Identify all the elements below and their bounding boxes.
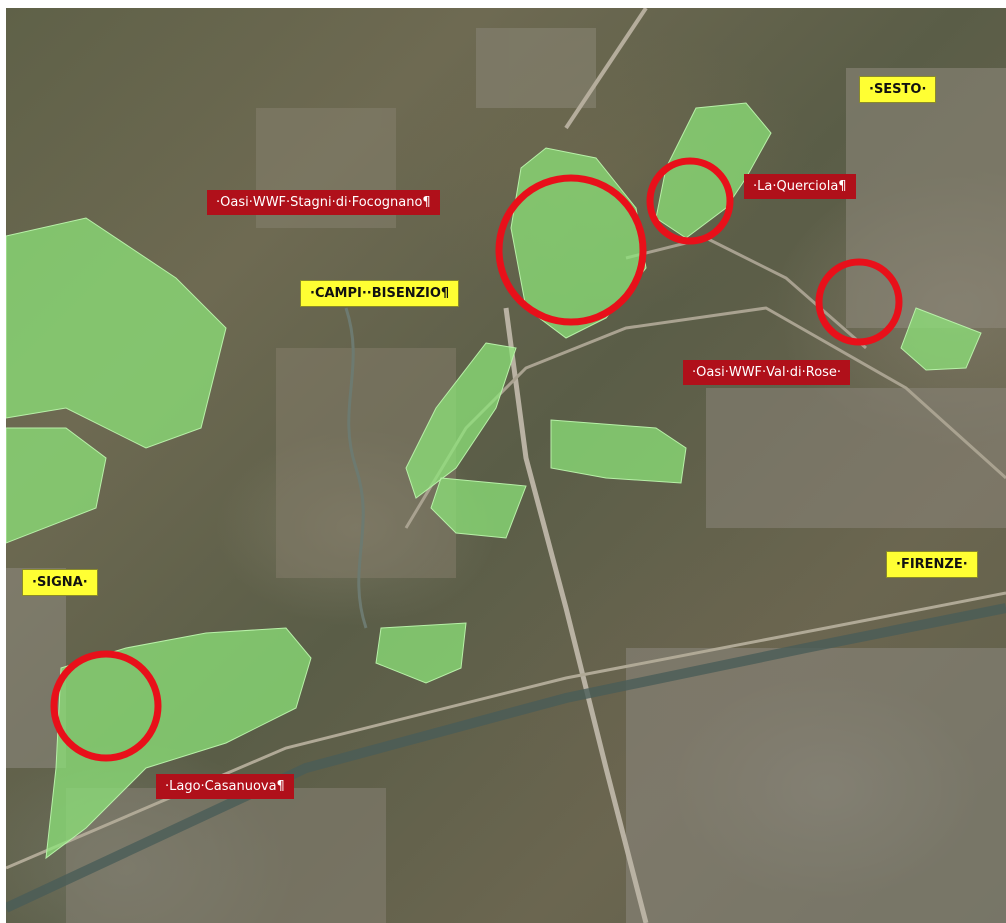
ring-val-di-rose <box>815 258 903 346</box>
highlight-rings <box>50 157 903 762</box>
label-lago-casanuova: ·Lago·Casanuova¶ <box>156 774 294 799</box>
green-area-east <box>900 307 982 371</box>
ring-querciola <box>646 157 734 245</box>
label-campi-bisenzio: ·CAMPI··BISENZIO¶ <box>300 280 460 307</box>
protected-areas <box>6 102 982 860</box>
label-oasi-wwf-val-di-rose: ·Oasi·WWF·Val·di·Rose· <box>683 360 851 385</box>
green-area-strip <box>550 419 687 484</box>
label-firenze: ·FIRENZE· <box>886 551 978 578</box>
label-sesto: ·SESTO· <box>859 76 937 103</box>
green-area-south <box>375 622 467 684</box>
ring-casanuova <box>50 650 162 762</box>
green-area-southwest <box>6 427 107 544</box>
label-signa: ·SIGNA· <box>22 569 98 596</box>
label-oasi-wwf-stagni-focognano: ·Oasi·WWF·Stagni·di·Focognano¶ <box>207 190 440 215</box>
green-area-center <box>405 342 517 499</box>
satellite-map: ·Oasi·WWF·Stagni·di·Focognano¶ ·La·Querc… <box>6 8 1006 923</box>
ring-focognano <box>495 174 647 326</box>
green-area-casanuova <box>45 627 312 860</box>
green-area-center-south <box>430 477 527 539</box>
green-area-west <box>6 217 227 449</box>
label-la-querciola: ·La·Querciola¶ <box>744 174 856 199</box>
